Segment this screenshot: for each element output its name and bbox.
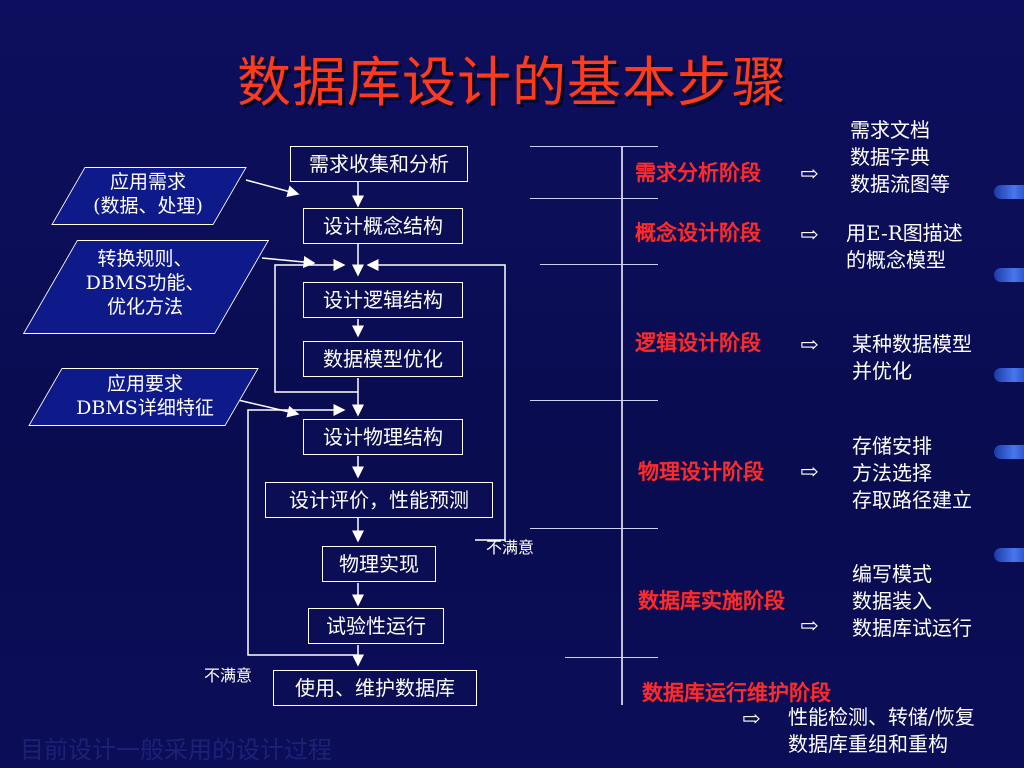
right-arrow-icon: ⇨: [800, 333, 819, 358]
input-1-line2: (数据、处理): [93, 195, 203, 217]
step-maintain: 使用、维护数据库: [273, 670, 477, 706]
output-item: 编写模式: [852, 562, 932, 586]
stage-implement: 数据库实施阶段: [638, 589, 785, 613]
stage-requirements: 需求分析阶段: [635, 161, 761, 185]
output-item: 方法选择: [852, 461, 932, 485]
step-physical: 设计物理结构: [303, 419, 463, 455]
step-conceptual: 设计概念结构: [303, 208, 463, 244]
output-item: 数据库重组和重构: [788, 732, 948, 756]
right-arrow-icon: ⇨: [742, 707, 761, 732]
output-item: 并优化: [852, 359, 912, 383]
input-label-2: 转换规则、 DBMS功能、 优化方法: [70, 247, 220, 319]
output-item: 性能检测、转储/恢复: [788, 705, 975, 729]
stage-conceptual: 概念设计阶段: [635, 221, 761, 245]
step-implement: 物理实现: [322, 546, 436, 582]
output-item: 数据字典: [850, 145, 930, 169]
input-3-line2: DBMS详细特征: [76, 397, 214, 419]
outputs-maintain: 性能检测、转储/恢复 数据库重组和重构: [788, 704, 975, 758]
output-item: 存取路径建立: [852, 488, 972, 512]
stage-physical: 物理设计阶段: [638, 460, 764, 484]
feedback-label-right: 不满意: [486, 538, 535, 557]
step-logical: 设计逻辑结构: [303, 282, 463, 318]
right-arrow-icon: ⇨: [800, 162, 819, 187]
outputs-implement: 编写模式 数据装入 数据库试运行: [852, 561, 972, 642]
right-arrow-icon: ⇨: [800, 223, 819, 248]
stage-logical: 逻辑设计阶段: [635, 331, 761, 355]
step-trial-run: 试验性运行: [308, 608, 444, 644]
input-2-line2: DBMS功能、: [85, 272, 205, 294]
feedback-label-bottom: 不满意: [204, 666, 253, 685]
right-arrow-icon: ⇨: [800, 460, 819, 485]
footer-text: 目前设计一般采用的设计过程: [20, 736, 332, 764]
step-evaluate: 设计评价，性能预测: [265, 482, 493, 518]
output-item: 数据装入: [852, 589, 932, 613]
page-title: 数据库设计的基本步骤: [237, 51, 787, 114]
output-item: 数据流图等: [850, 172, 950, 196]
step-requirements: 需求收集和分析: [290, 146, 468, 182]
input-1-line1: 应用需求: [109, 171, 186, 193]
outputs-requirements: 需求文档 数据字典 数据流图等: [850, 117, 950, 198]
input-3-line1: 应用要求: [106, 373, 183, 395]
outputs-physical: 存储安排 方法选择 存取路径建立: [852, 433, 972, 514]
outputs-conceptual: 用E-R图描述 的概念模型: [846, 220, 963, 274]
stage-maintain: 数据库运行维护阶段: [642, 681, 831, 705]
input-label-3: 应用要求 DBMS详细特征: [70, 372, 220, 420]
right-arrow-icon: ⇨: [800, 614, 819, 639]
output-item: 某种数据模型: [852, 332, 972, 356]
output-item: 数据库试运行: [852, 616, 972, 640]
output-item: 需求文档: [850, 118, 930, 142]
input-2-line3: 优化方法: [106, 296, 183, 318]
output-item: 存储安排: [852, 434, 932, 458]
output-item: 的概念模型: [846, 248, 946, 272]
input-label-1: 应用需求 (数据、处理): [73, 170, 223, 218]
step-model-optimize: 数据模型优化: [303, 341, 463, 377]
outputs-logical: 某种数据模型 并优化: [852, 331, 972, 385]
input-2-line1: 转换规则、: [97, 248, 193, 270]
output-item: 用E-R图描述: [846, 221, 963, 245]
